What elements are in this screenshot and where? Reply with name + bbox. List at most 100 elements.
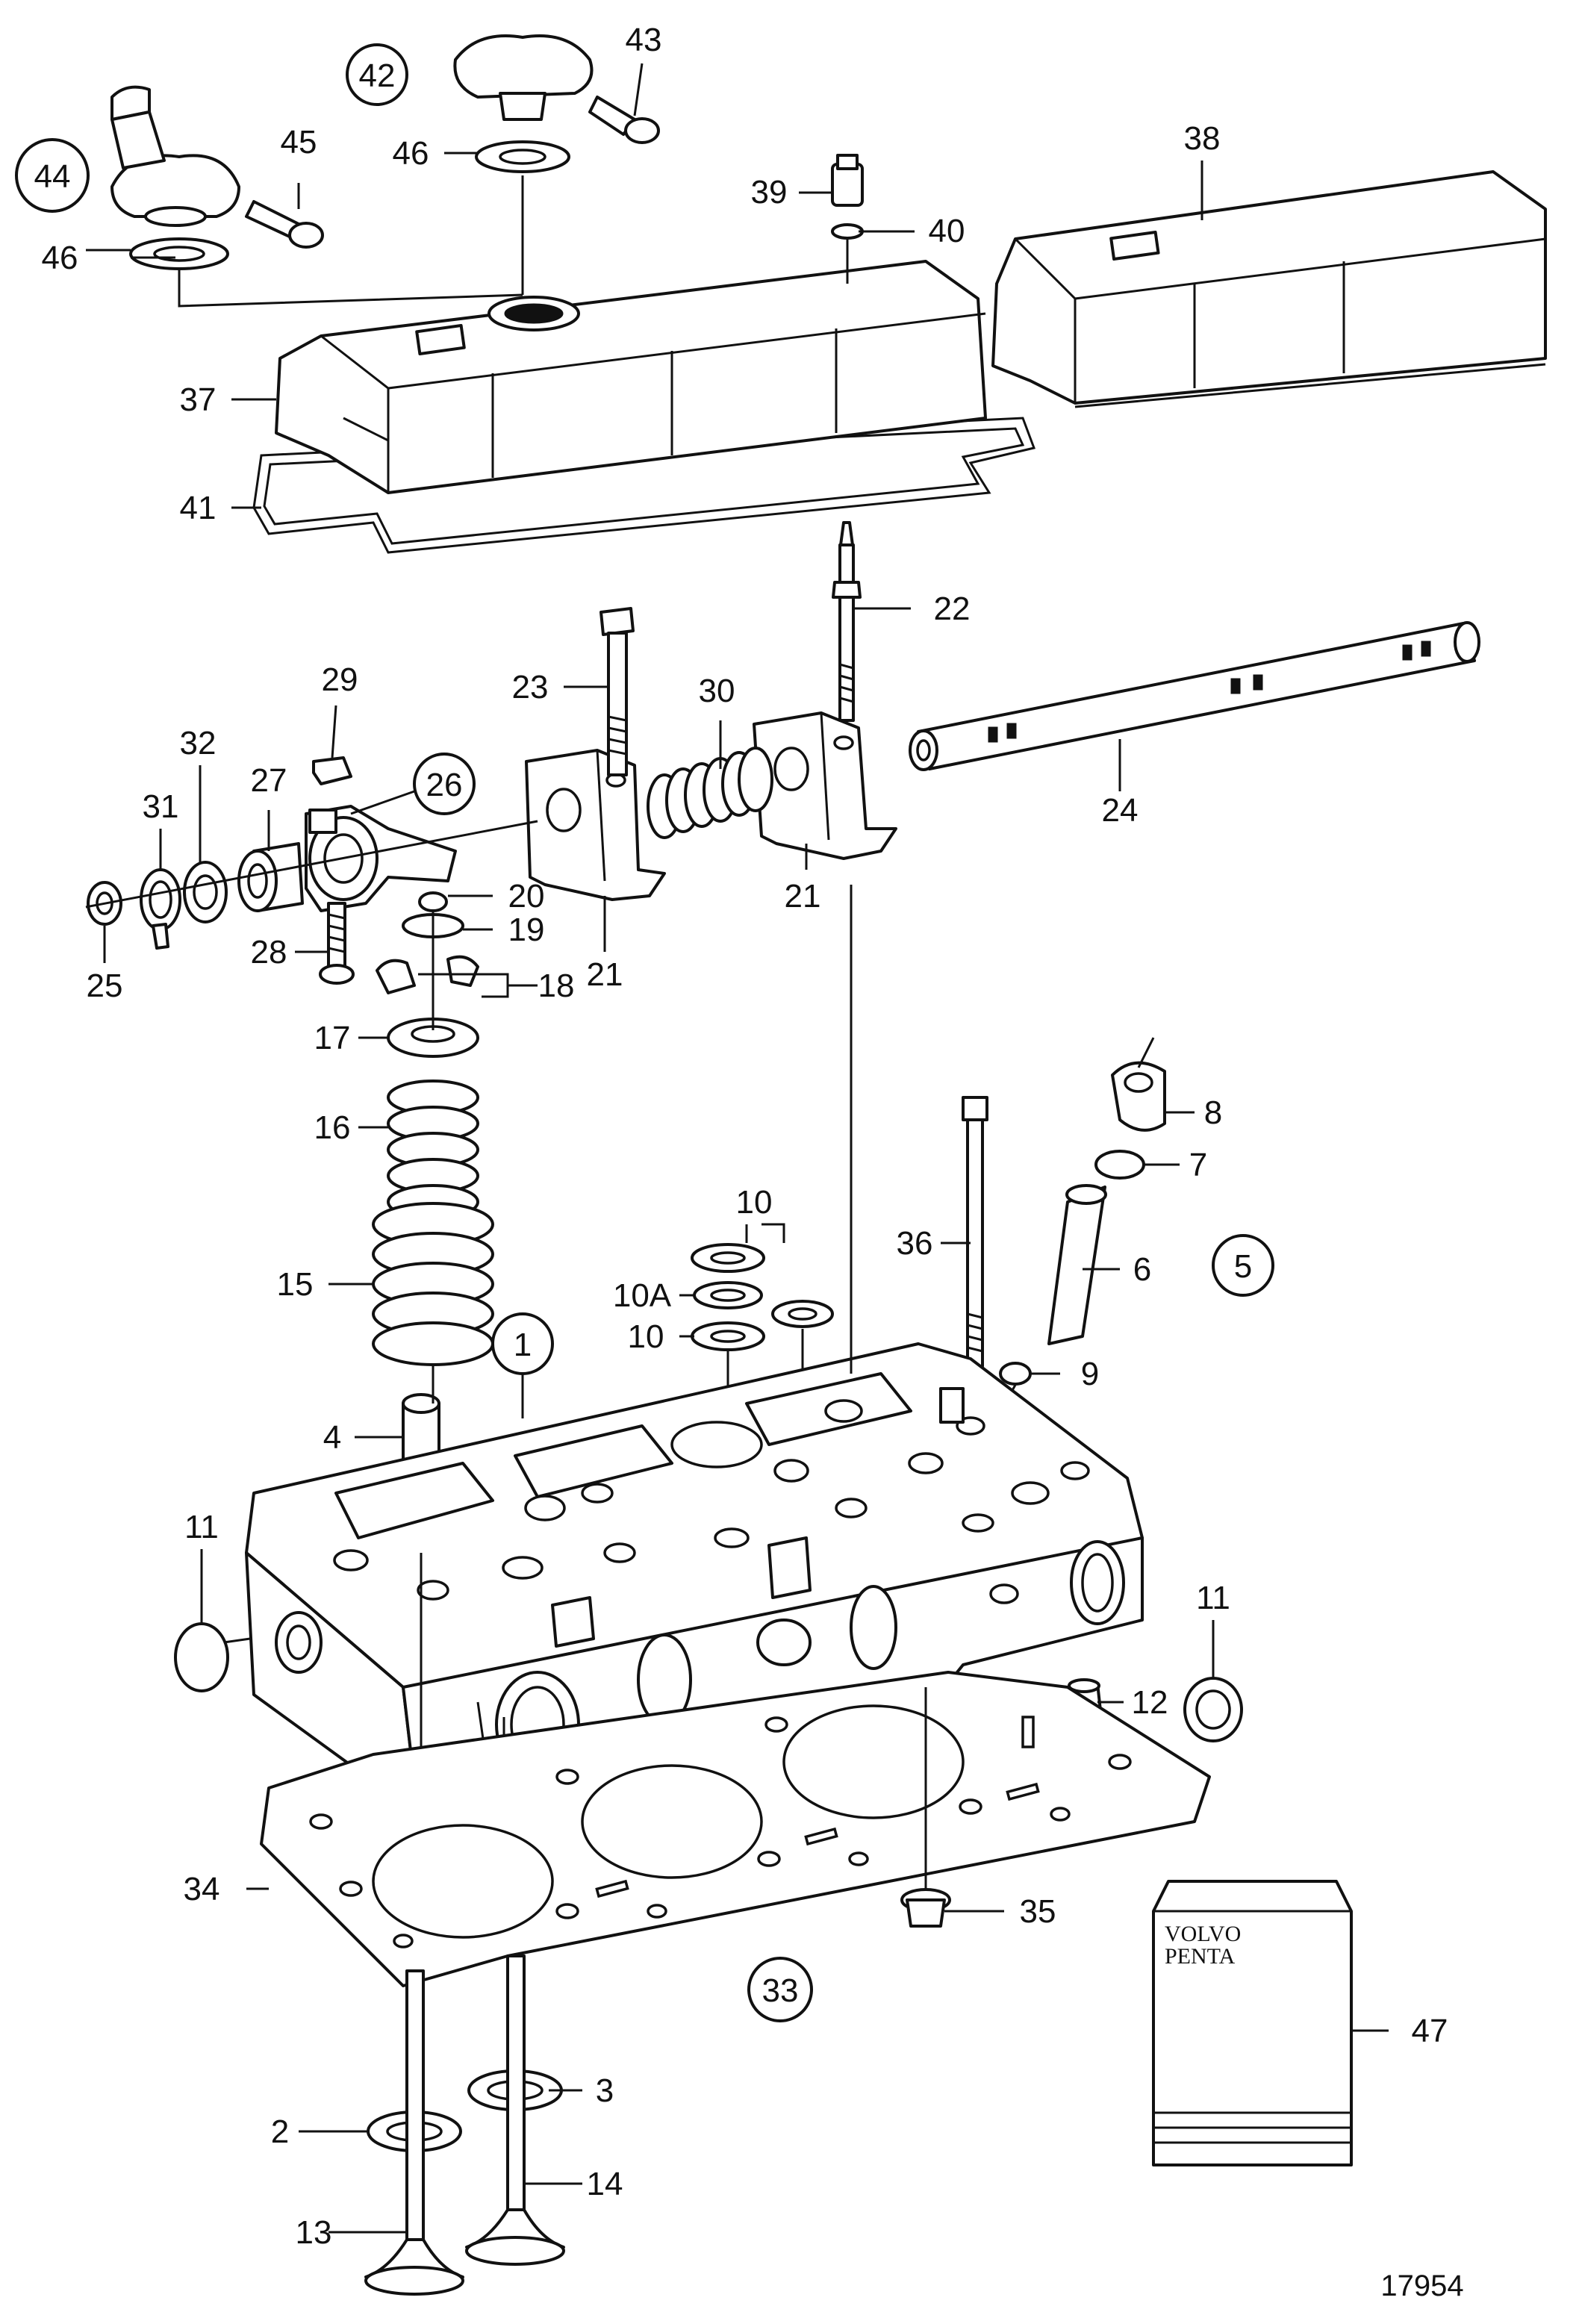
rocker-assembly	[85, 521, 1480, 985]
callout-32: 32	[180, 725, 217, 761]
callout-10A: 10A	[613, 1277, 672, 1314]
sleeve-seal-9	[999, 1362, 1032, 1386]
valve-stem-14	[506, 1954, 526, 2241]
callout-circle-26	[413, 753, 476, 815]
callout-12: 12	[1132, 1684, 1168, 1721]
logo-penta: PENTA	[1165, 1944, 1236, 1969]
callout-7: 7	[1189, 1147, 1207, 1183]
callout-10-top: 10	[736, 1184, 773, 1221]
logo-volvo: VOLVO	[1165, 1922, 1241, 1946]
callout-20: 20	[508, 878, 545, 915]
valve-cover-front	[275, 260, 987, 494]
callout-21-right: 21	[785, 878, 821, 915]
callout-26: 26	[426, 767, 463, 803]
callout-36: 36	[897, 1225, 933, 1262]
callout-37: 37	[180, 381, 217, 418]
valve-collet-right	[446, 955, 479, 987]
exhaust-valve-assembly	[364, 1969, 464, 2296]
head-gasket	[260, 1671, 1211, 1987]
washers-10	[691, 1243, 834, 1351]
callout-46-top: 46	[393, 135, 429, 172]
rocker-bracket-left	[525, 749, 666, 901]
gasket-kit-package: VOLVO PENTA	[1152, 1880, 1353, 2166]
callout-14: 14	[587, 2166, 623, 2202]
callout-30: 30	[699, 673, 735, 709]
cylinder-head-bolt-36	[962, 1096, 988, 1368]
callout-2: 2	[271, 2113, 289, 2150]
callout-labels: 42 43 44 45 46 46 38 39 40 37 41 22 23 3…	[15, 22, 1464, 2302]
callout-16: 16	[314, 1109, 351, 1146]
breather-cap-44	[110, 85, 240, 270]
adjusting-screw-28	[319, 902, 355, 985]
callout-3: 3	[596, 2072, 614, 2109]
injector-sleeve-assembly	[999, 1037, 1166, 1386]
oil-filler-cap-42	[453, 34, 594, 173]
callout-40: 40	[929, 213, 965, 249]
figure-id: 17954	[1380, 2270, 1463, 2302]
callout-circle-5	[1212, 1234, 1274, 1297]
callout-4: 4	[323, 1419, 341, 1456]
callout-5: 5	[1234, 1248, 1252, 1285]
washer-32	[183, 861, 228, 923]
callout-circle-33	[747, 1957, 813, 2022]
rocker-shaft	[917, 622, 1476, 770]
callout-17: 17	[314, 1020, 351, 1056]
callout-15: 15	[277, 1266, 314, 1303]
callout-13: 13	[296, 2214, 332, 2251]
core-plug-11-right	[1183, 1677, 1243, 1742]
valve-train	[372, 891, 1166, 1554]
callout-10-bottom: 10	[628, 1318, 664, 1355]
screw-43	[588, 96, 660, 144]
callout-44: 44	[34, 158, 71, 195]
callout-33: 33	[762, 1972, 799, 2009]
injector-sleeve-6	[1047, 1186, 1106, 1345]
callout-38: 38	[1184, 120, 1221, 157]
callout-42: 42	[359, 57, 396, 94]
callout-27: 27	[251, 762, 287, 799]
callout-19: 19	[508, 912, 545, 948]
callout-34: 34	[184, 1871, 220, 1907]
nut-29	[312, 756, 352, 785]
gasket-bolt-holes	[309, 1716, 1132, 1948]
callout-6: 6	[1133, 1251, 1151, 1288]
breather-bolt	[831, 163, 864, 207]
callout-24: 24	[1102, 792, 1139, 829]
callout-45: 45	[281, 124, 317, 161]
circlip-31	[140, 868, 181, 950]
callout-35: 35	[1020, 1893, 1056, 1930]
rocker-bracket-right	[753, 711, 897, 860]
callout-18: 18	[538, 968, 575, 1004]
callout-21-left: 21	[587, 956, 623, 993]
callout-41: 41	[180, 490, 217, 526]
callout-11-right: 11	[1196, 1580, 1230, 1616]
callout-43: 43	[626, 22, 662, 58]
outer-valve-spring	[372, 1202, 494, 1366]
callout-circle-1	[491, 1312, 554, 1375]
callout-28: 28	[251, 934, 287, 971]
callout-47: 47	[1412, 2013, 1448, 2049]
valve-stem-13	[405, 1969, 425, 2271]
breather-washer	[831, 223, 864, 240]
callout-31: 31	[143, 788, 179, 825]
valve-cap-20	[418, 891, 448, 912]
bolt-23	[599, 607, 635, 776]
sleeve-washer-7	[1094, 1150, 1145, 1180]
callout-23: 23	[512, 669, 549, 705]
callout-circle-42	[346, 43, 408, 106]
rocker-spring	[647, 747, 773, 839]
callout-25: 25	[87, 968, 123, 1004]
head-side-ports	[495, 1540, 1125, 1778]
callout-39: 39	[751, 174, 788, 211]
plug-35	[900, 1888, 951, 1928]
callout-circle-44	[15, 138, 90, 213]
intake-valve-assembly	[465, 1954, 565, 2266]
valve-cover-gasket	[252, 417, 1036, 554]
leader-lines	[86, 63, 1389, 2234]
callout-1: 1	[514, 1327, 532, 1363]
head-top-details	[333, 1372, 1090, 1648]
stud-22	[832, 521, 862, 722]
callout-8: 8	[1204, 1094, 1222, 1131]
callout-46-left: 46	[42, 240, 78, 276]
callout-11-left: 11	[184, 1509, 219, 1545]
